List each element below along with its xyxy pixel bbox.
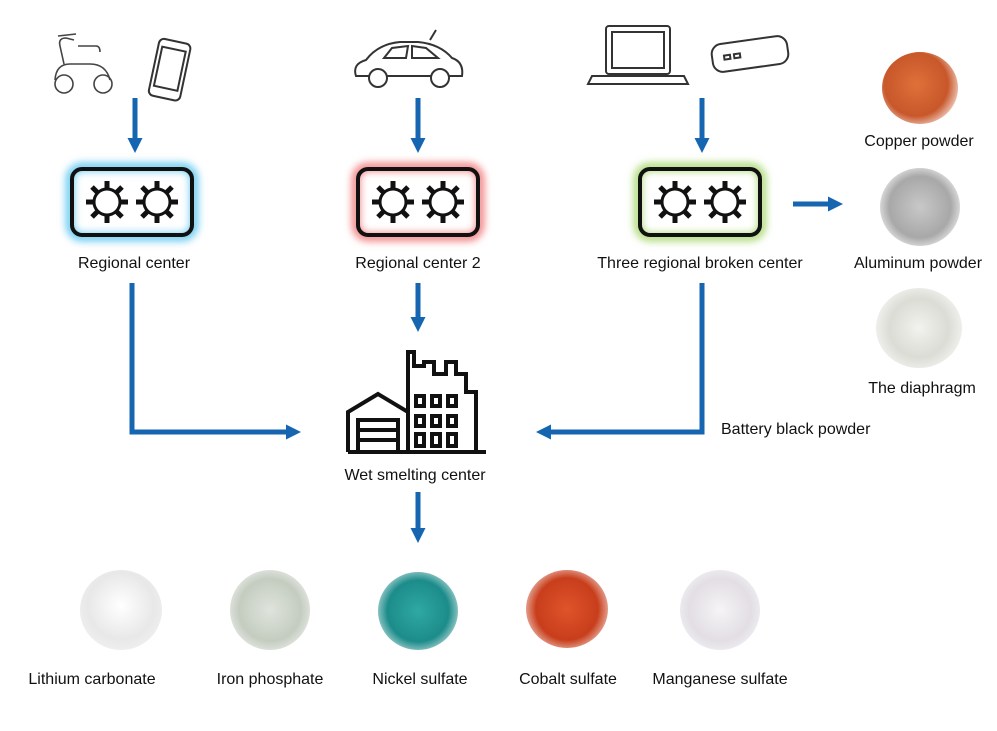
- regional-center-3-label: Three regional broken center: [597, 255, 803, 272]
- iron-phosphate-label: Iron phosphate: [216, 671, 324, 688]
- regional-center-1-label: Regional center: [77, 255, 191, 272]
- smartphone-icon: [147, 37, 192, 102]
- aluminum-powder-image: [880, 168, 960, 246]
- manganese-sulfate-label: Manganese sulfate: [652, 671, 788, 688]
- factory-icon: [346, 350, 486, 454]
- cobalt-sulfate-image: [526, 570, 608, 648]
- copper-powder-label: Copper powder: [864, 133, 974, 150]
- scooter-icon: [54, 33, 113, 94]
- nickel-sulfate-image: [378, 572, 458, 650]
- gear-icon-regional-1: [66, 163, 198, 241]
- battery-black-powder-label: Battery black powder: [721, 421, 871, 438]
- lithium-carbonate-label: Lithium carbonate: [28, 671, 156, 688]
- diaphragm-image: [876, 288, 962, 368]
- lithium-carbonate-image: [80, 570, 162, 650]
- diaphragm-label: The diaphragm: [868, 380, 976, 397]
- nickel-sulfate-label: Nickel sulfate: [372, 671, 468, 688]
- cobalt-sulfate-label: Cobalt sulfate: [519, 671, 617, 688]
- gear-icon-regional-2: [352, 163, 484, 241]
- laptop-icon: [586, 25, 690, 85]
- power-bank-icon: [710, 35, 790, 73]
- copper-powder-image: [882, 52, 958, 124]
- arrow-center-3-to-smelting: [536, 283, 705, 440]
- car-icon: [354, 29, 464, 88]
- regional-center-2-label: Regional center 2: [355, 255, 481, 272]
- iron-phosphate-image: [230, 570, 310, 650]
- gear-icon-regional-3: [634, 163, 766, 241]
- manganese-sulfate-image: [680, 570, 760, 650]
- arrow-center-1-to-smelting: [129, 283, 301, 440]
- wet-smelting-center-label: Wet smelting center: [344, 467, 486, 484]
- aluminum-powder-label: Aluminum powder: [853, 255, 983, 272]
